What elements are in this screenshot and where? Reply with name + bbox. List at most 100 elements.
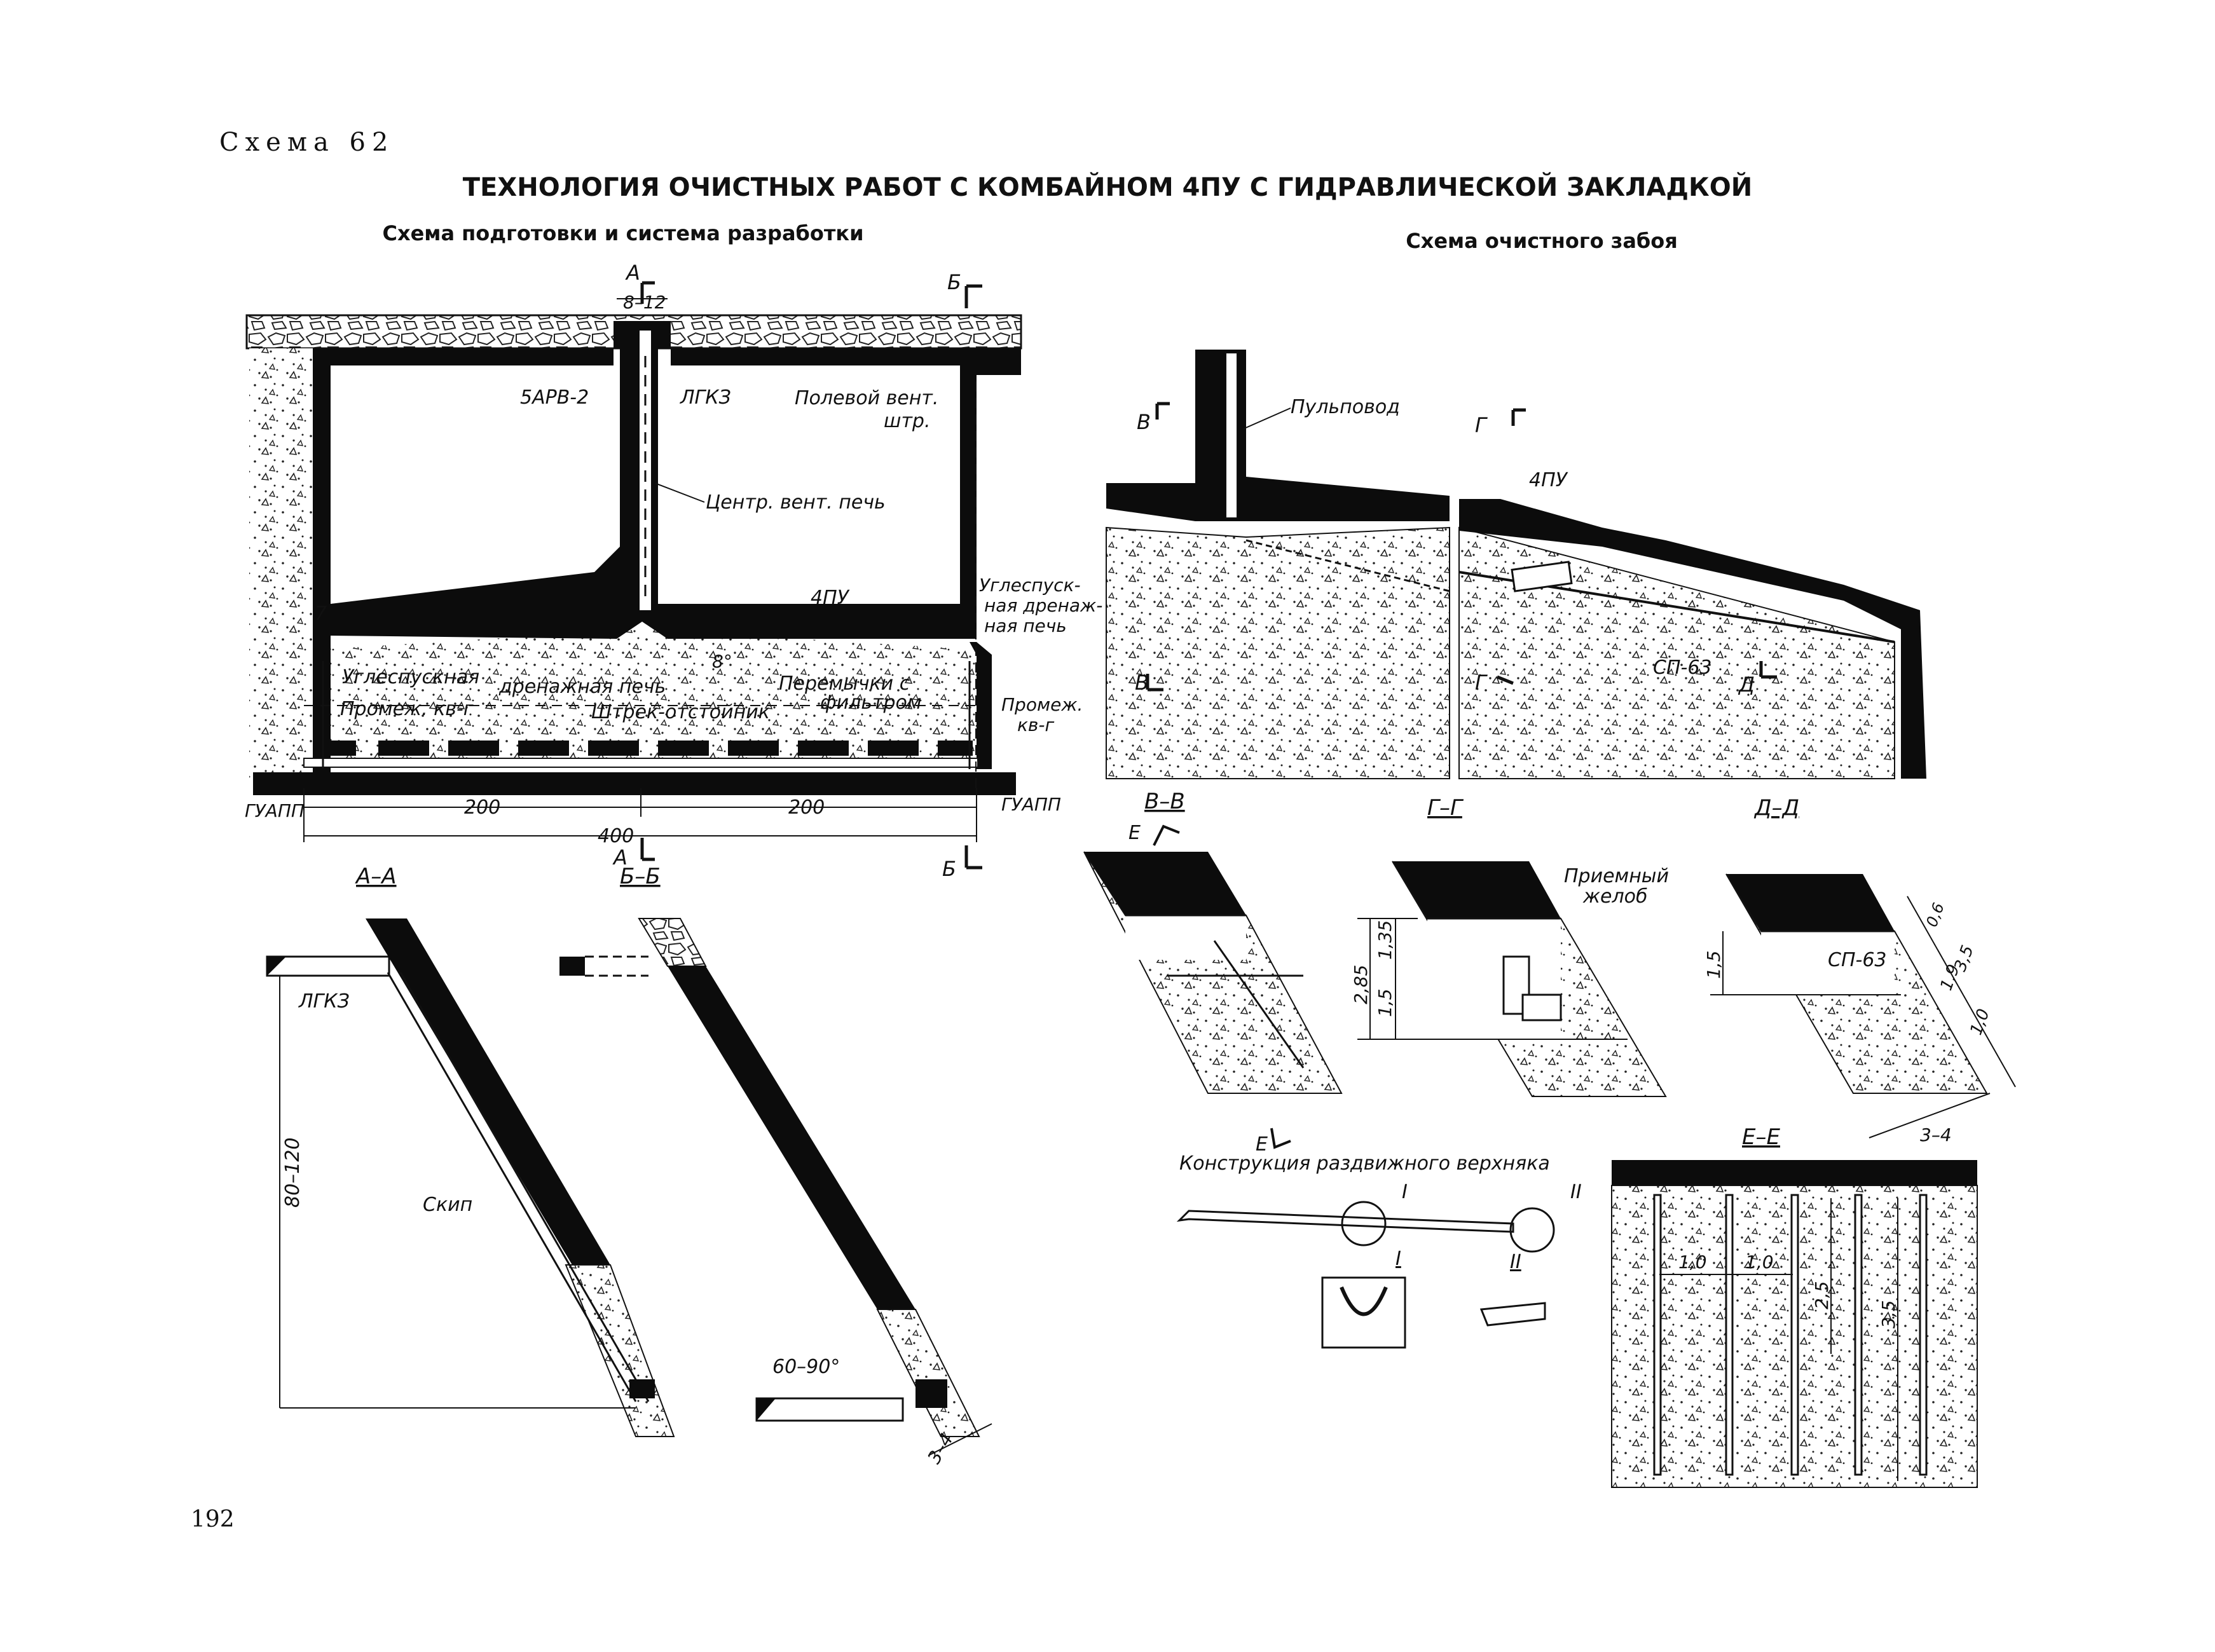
section-aa: А–А ЛГКЗ 80–120 Скип (266, 864, 675, 1437)
dd-title: Д–Д (1753, 795, 1799, 821)
plan-dim-top: 8–12 (623, 292, 666, 313)
vv-e-bottom: Е (1256, 1133, 1268, 1156)
label-center-vent: Центр. вент. печь (706, 491, 886, 514)
vv-body (1083, 851, 1343, 1094)
backfill-left (249, 348, 313, 781)
settling-drift (253, 772, 1016, 795)
dim-200-left: 200 (464, 796, 500, 819)
plan-section-a-top: А (625, 261, 640, 285)
combine-4pu (1511, 561, 1573, 592)
section-ee: Е–Е 1,0 1,0 2,5 3,5 (1611, 1124, 1978, 1488)
label-coal-drain-right-1: Углеспуск- (979, 575, 1081, 596)
aa-skip: Скип (423, 1194, 472, 1216)
section-bb: Б–Б 60–90° 3–4 (559, 864, 992, 1468)
label-coal-drain-right-3: ная печь (984, 615, 1067, 636)
cap-construction: Конструкция раздвижного верхняка I II I … (1176, 1152, 1582, 1349)
dim-200-right: 200 (788, 796, 825, 819)
label-bulkheads: Перемычки с (779, 672, 910, 695)
label-4pu-face: 4ПУ (1529, 469, 1568, 491)
plan-diagram: А А Б Б 8–12 5АРВ-2 ЛГКЗ Полевой вент. ш… (245, 261, 1102, 881)
gg-title: Г–Г (1427, 795, 1464, 821)
face-right-backfill (1458, 526, 1895, 779)
ee-dim-25: 2,5 (1811, 1281, 1832, 1309)
plan-subtitle: Схема подготовки и система разработки (382, 221, 863, 245)
cap-i-detail: I (1396, 1248, 1401, 1270)
dd-dim-10: 1,0 (1966, 1006, 1993, 1037)
face-cut-v-top: В (1137, 410, 1151, 434)
label-interm-right-2: кв-г (1017, 714, 1055, 735)
label-drain-oven: дренажная печь (498, 676, 666, 698)
label-pulp: Пульповод (1291, 396, 1400, 418)
label-coal-drain-right-2: ная дренаж- (984, 595, 1102, 616)
section-vv: В–В Е Е (1083, 789, 1343, 1156)
aa-dim: 80–120 (282, 1138, 304, 1208)
ee-dim-10b: 1,0 (1745, 1252, 1774, 1273)
aa-title: А–А (355, 864, 397, 889)
bb-coal-seam (668, 966, 915, 1309)
label-4pu-plan: 4ПУ (811, 587, 850, 609)
pulp-pipe (1225, 352, 1238, 519)
ee-props (1653, 1194, 1928, 1476)
plan-section-b-bottom: Б (942, 857, 956, 881)
face-roof (1459, 499, 1926, 779)
label-field-vent: Полевой вент. (795, 387, 938, 409)
label-field-vent-2: штр. (884, 410, 931, 432)
vv-e-top: Е (1128, 822, 1141, 844)
dd-sp63: СП-63 (1828, 949, 1887, 971)
aa-coal-seam (366, 918, 610, 1265)
face-subtitle: Схема очистного забоя (1406, 229, 1678, 253)
plan-section-b-top: Б (947, 270, 961, 294)
page-number: 192 (191, 1506, 235, 1533)
gg-coal (1392, 861, 1561, 918)
aa-lgkz: ЛГКЗ (298, 990, 350, 1013)
face-diagram: В В Г Г Д Пульповод 4ПУ СП-63 (1106, 350, 1926, 779)
cap-title: Конструкция раздвижного верхняка (1179, 1152, 1550, 1175)
dd-dim-34: 3–4 (1920, 1124, 1952, 1145)
ee-dim-35: 3,5 (1878, 1300, 1899, 1328)
plan-section-a-bottom: А (612, 845, 627, 870)
bb-angle: 60–90° (772, 1356, 840, 1378)
cap-i: I (1402, 1181, 1408, 1203)
bulkheads (318, 741, 973, 756)
label-bulkheads-2: фильтром (820, 692, 922, 714)
face-cut-v-bottom: В (1135, 671, 1149, 695)
bb-rock (638, 918, 707, 967)
label-guapp-left: ГУАПП (245, 800, 305, 821)
face-cut-g-bottom: Г (1475, 671, 1488, 695)
label-interm-right-1: Промеж. (1001, 694, 1083, 715)
dd-dim-15: 1,5 (1703, 950, 1724, 979)
cap-ii: II (1570, 1181, 1582, 1203)
vv-coal (1084, 852, 1246, 915)
dd-coal (1726, 874, 1895, 931)
gg-trough-2: желоб (1582, 885, 1648, 908)
gg-combine (1502, 955, 1530, 1015)
label-coal-drain-left: Углеспускная (342, 666, 479, 688)
ee-dim-10a: 1,0 (1678, 1252, 1707, 1273)
gg-dim-285: 2,85 (1350, 965, 1371, 1004)
dd-dim-06: 0,6 (1923, 901, 1947, 929)
dim-400: 400 (598, 825, 634, 847)
gg-dim-135: 1,35 (1375, 920, 1396, 960)
section-gg: Г–Г Приемный желоб 2,85 1,35 1,5 (1350, 795, 1669, 1097)
vv-title: В–В (1144, 789, 1185, 814)
label-7: 7 (315, 603, 327, 625)
backfill-body (317, 629, 977, 766)
label-guapp-right: ГУАПП (1001, 794, 1061, 815)
gg-dim-15: 1,5 (1375, 988, 1396, 1017)
label-settling: Штрек-отстойник (591, 701, 770, 723)
label-5arv: 5АРВ-2 (520, 386, 589, 409)
label-lgkz: ЛГКЗ (680, 386, 731, 409)
cap-ii-detail: II (1510, 1251, 1521, 1273)
gg-trough: Приемный (1564, 865, 1669, 887)
label-interm-left: Промеж. кв-г (340, 698, 474, 720)
ee-title: Е–Е (1742, 1124, 1780, 1150)
label-angle-8: 8° (712, 651, 732, 672)
page-title: ТЕХНОЛОГИЯ ОЧИСТНЫХ РАБОТ С КОМБАЙНОМ 4П… (463, 172, 1752, 202)
face-cut-g-top: Г (1475, 413, 1488, 437)
section-dd: Д–Д СП-63 1,5 0,6 3,5 1,9 1,0 3–4 (1703, 795, 2016, 1145)
scheme-label: Схема 62 (219, 128, 394, 157)
ee-roof (1612, 1160, 1977, 1185)
label-sp63-face: СП-63 (1653, 657, 1712, 679)
face-cut-d: Д (1738, 672, 1755, 697)
